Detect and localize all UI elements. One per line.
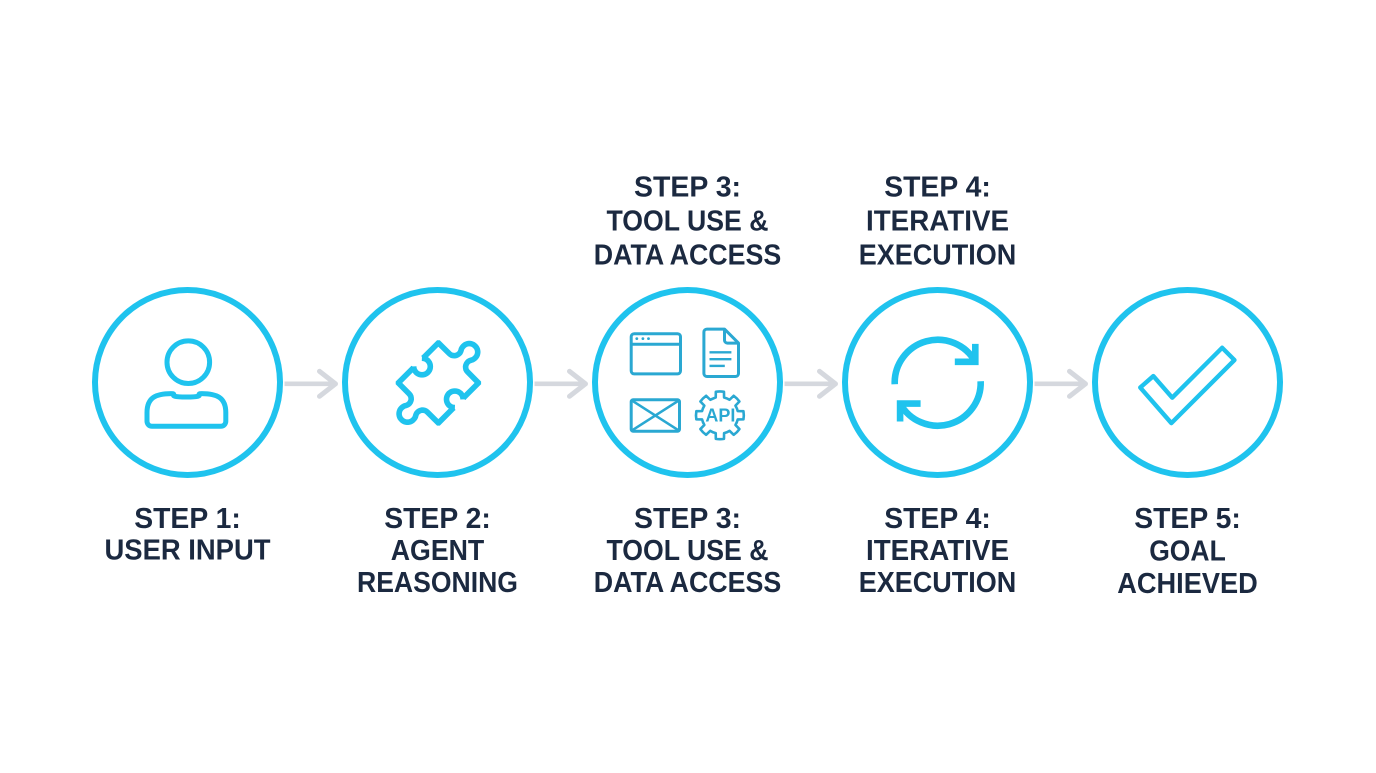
- svg-text:DATA ACCESS: DATA ACCESS: [594, 239, 782, 271]
- svg-text:API: API: [705, 406, 735, 426]
- svg-text:TOOL USE &: TOOL USE &: [607, 205, 769, 237]
- svg-text:DATA ACCESS: DATA ACCESS: [594, 567, 782, 599]
- svg-text:ITERATIVE: ITERATIVE: [866, 535, 1009, 567]
- svg-text:AGENT: AGENT: [391, 535, 485, 567]
- svg-text:STEP 3:: STEP 3:: [634, 503, 741, 535]
- svg-text:USER INPUT: USER INPUT: [105, 534, 271, 566]
- svg-text:STEP 4:: STEP 4:: [884, 171, 991, 203]
- svg-text:ACHIEVED: ACHIEVED: [1117, 568, 1258, 600]
- svg-text:TOOL USE &: TOOL USE &: [607, 535, 769, 567]
- svg-text:GOAL: GOAL: [1149, 535, 1226, 567]
- svg-text:STEP 3:: STEP 3:: [634, 171, 741, 203]
- svg-text:STEP 1:: STEP 1:: [134, 503, 241, 535]
- svg-text:STEP 5:: STEP 5:: [1134, 503, 1241, 535]
- svg-text:STEP 4:: STEP 4:: [884, 503, 991, 535]
- svg-text:ITERATIVE: ITERATIVE: [866, 205, 1009, 237]
- svg-text:STEP 2:: STEP 2:: [384, 503, 491, 535]
- svg-text:EXECUTION: EXECUTION: [859, 239, 1017, 271]
- svg-text:REASONING: REASONING: [357, 567, 518, 599]
- svg-text:EXECUTION: EXECUTION: [859, 567, 1017, 599]
